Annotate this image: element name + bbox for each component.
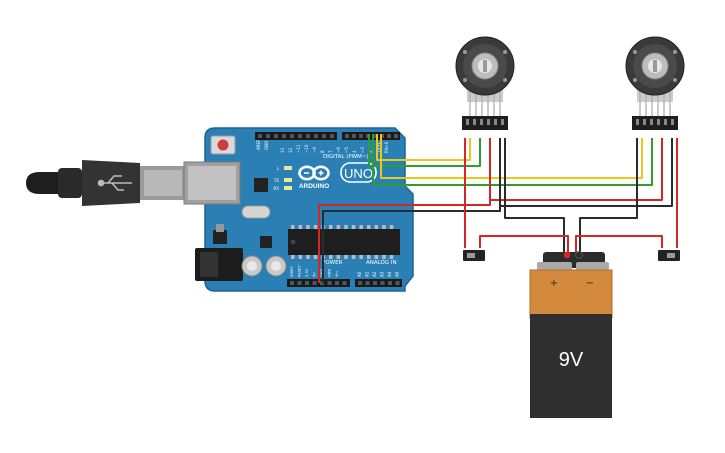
header-hole[interactable]: [298, 134, 302, 138]
wire-black-gnd-right: [499, 138, 673, 211]
digital-pin-label: 4: [352, 150, 357, 153]
wire-black-battery: [504, 138, 565, 252]
battery-minus-label: −: [586, 278, 594, 289]
header-hole[interactable]: [258, 134, 262, 138]
header-hole[interactable]: [394, 134, 398, 138]
header-hole[interactable]: [358, 281, 362, 285]
header-hole[interactable]: [388, 281, 392, 285]
analog-pin-label: A0: [357, 271, 362, 277]
header-hole[interactable]: [365, 281, 370, 285]
digital-pin-label: ~6: [336, 147, 341, 153]
header-hole[interactable]: [352, 134, 356, 138]
slide-switch-right[interactable]: [658, 250, 680, 261]
digital-pin-label: RX←0: [384, 141, 389, 153]
analog-pin-label: A1: [365, 271, 370, 277]
digital-pin-label: 2: [368, 150, 373, 153]
header-hole[interactable]: [387, 134, 391, 138]
wire-green-right: [372, 134, 653, 186]
header-hole[interactable]: [290, 134, 294, 138]
digital-pin-label: ~10: [304, 144, 309, 153]
aref-label: AREF: [256, 139, 261, 150]
header-hole[interactable]: [314, 134, 318, 138]
slide-switch-left[interactable]: [463, 250, 485, 261]
header-hole[interactable]: [274, 134, 278, 138]
power-pin-label: Vin: [335, 271, 339, 277]
digital-pin-label: ~11: [296, 144, 301, 153]
gnd-label: GND: [264, 141, 269, 150]
header-hole[interactable]: [335, 281, 339, 285]
usb-symbol-icon: [97, 175, 132, 191]
header-hole[interactable]: [345, 134, 349, 138]
led-label-rx: RX: [273, 186, 279, 191]
power-pin-label: 3.3V: [305, 268, 309, 277]
header-hole[interactable]: [395, 281, 400, 285]
analog-pin-label: A5: [395, 271, 400, 277]
digital-pin-label: TX→1: [376, 141, 381, 154]
led-label-tx: TX: [273, 178, 279, 183]
digital-pin-label: ~3: [360, 147, 365, 153]
wire-red-battery-left: [479, 235, 569, 252]
header-hole[interactable]: [282, 134, 286, 138]
wire-yellow-right: [380, 134, 643, 179]
wire-red-5v: [318, 138, 491, 283]
battery-voltage-label: 9V: [559, 349, 584, 371]
capacitors: [241, 255, 287, 277]
power-pin-label: GND: [328, 269, 332, 277]
header-hole[interactable]: [297, 281, 302, 285]
power-pin-label: RESET: [298, 265, 302, 277]
header-hole[interactable]: [373, 134, 377, 138]
header-hole[interactable]: [322, 134, 326, 138]
header-hole[interactable]: [342, 281, 347, 285]
analog-pin-label: A4: [387, 271, 392, 277]
usb-cable: [26, 160, 186, 206]
power-pin-label: 5V: [313, 272, 317, 277]
indicator-leds: L TX RX: [273, 166, 292, 191]
wire-red-5v-right: [489, 138, 663, 205]
power-header-label: POWER: [322, 260, 343, 266]
encoder-motor-left: [455, 36, 515, 130]
digital-pin-label: 7: [328, 150, 333, 153]
digital-pin-label: ~5: [344, 147, 349, 153]
header-hole[interactable]: [359, 134, 363, 138]
header-hole[interactable]: [373, 281, 377, 285]
header-hole[interactable]: [306, 134, 310, 138]
wire-black-battery-right: [579, 138, 638, 252]
battery-plus-label: +: [550, 278, 558, 289]
digital-pin-label: 8: [320, 150, 325, 153]
digital-header-label: DIGITAL (PWM~): [323, 154, 369, 160]
model-label: UNO: [344, 166, 373, 181]
header-hole[interactable]: [290, 281, 294, 285]
wire-black-gnd: [322, 138, 501, 283]
analog-pin-label: A3: [380, 271, 385, 277]
wire-yellow-left: [376, 134, 471, 161]
header-hole[interactable]: [312, 281, 317, 285]
header-hole[interactable]: [330, 134, 334, 138]
arduino-logo: ARDUINO UNO: [298, 162, 377, 190]
header-hole[interactable]: [327, 281, 332, 285]
wire-green-left: [368, 134, 481, 167]
analog-header-label: ANALOG IN: [366, 260, 397, 266]
digital-pin-label: 12: [288, 147, 293, 153]
digital-pin-label: ~9: [312, 147, 317, 153]
header-hole[interactable]: [305, 281, 309, 285]
encoder-motor-right: [625, 36, 685, 130]
power-pin-label: IOREF: [290, 266, 294, 277]
reset-button[interactable]: [210, 135, 236, 155]
wires: [318, 134, 678, 283]
digital-pin-label: 13: [280, 147, 285, 153]
infinity-icon: [298, 165, 330, 181]
brand-label: ARDUINO: [299, 183, 329, 190]
battery-9v: + − 9V: [529, 251, 613, 418]
led-label-l: L: [277, 166, 280, 171]
wire-red-battery-right: [575, 235, 663, 252]
header-hole[interactable]: [266, 134, 270, 138]
analog-pin-label: A2: [372, 271, 377, 277]
header-hole[interactable]: [380, 281, 385, 285]
